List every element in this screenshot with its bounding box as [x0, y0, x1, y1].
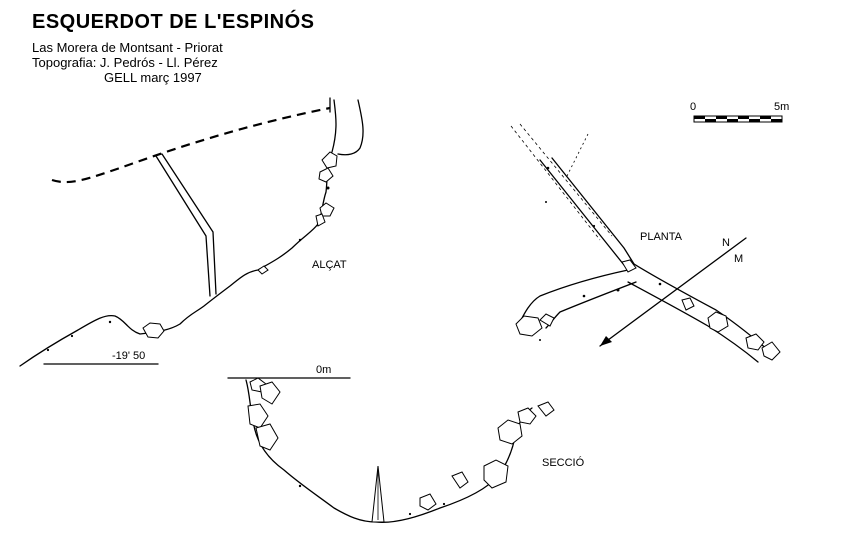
alcat-label: ALÇAT	[312, 259, 347, 271]
location-text: Las Morera de Montsant - Priorat	[32, 40, 223, 55]
surface-line	[51, 106, 331, 184]
group-date: GELL març 1997	[104, 70, 202, 85]
depth-label: -19' 50	[112, 350, 145, 362]
header: ESQUERDOT DE L'ESPINÓS Las Morera de Mon…	[32, 10, 314, 85]
section-view: 0m SECCIÓ	[227, 364, 585, 523]
north-label: N	[722, 237, 730, 249]
scale-start-label: 0	[690, 101, 696, 113]
seccio-label: SECCIÓ	[542, 456, 585, 469]
scale-bar: 0 5m	[690, 101, 789, 123]
north-arrow	[599, 237, 747, 347]
survey-title: ESQUERDOT DE L'ESPINÓS	[32, 11, 315, 33]
arrow-head-icon	[600, 336, 612, 346]
elevation-view: -19' 50 ALÇAT	[19, 97, 364, 367]
plan-view: N M PLANTA	[510, 123, 781, 363]
zero-label: 0m	[316, 364, 331, 376]
scale-end-label: 5m	[774, 101, 789, 113]
magnetic-label: M	[734, 253, 743, 265]
rock	[142, 322, 165, 339]
planta-label: PLANTA	[640, 231, 683, 243]
topography-credit: Topografia: J. Pedrós - Ll. Pérez	[32, 55, 218, 70]
